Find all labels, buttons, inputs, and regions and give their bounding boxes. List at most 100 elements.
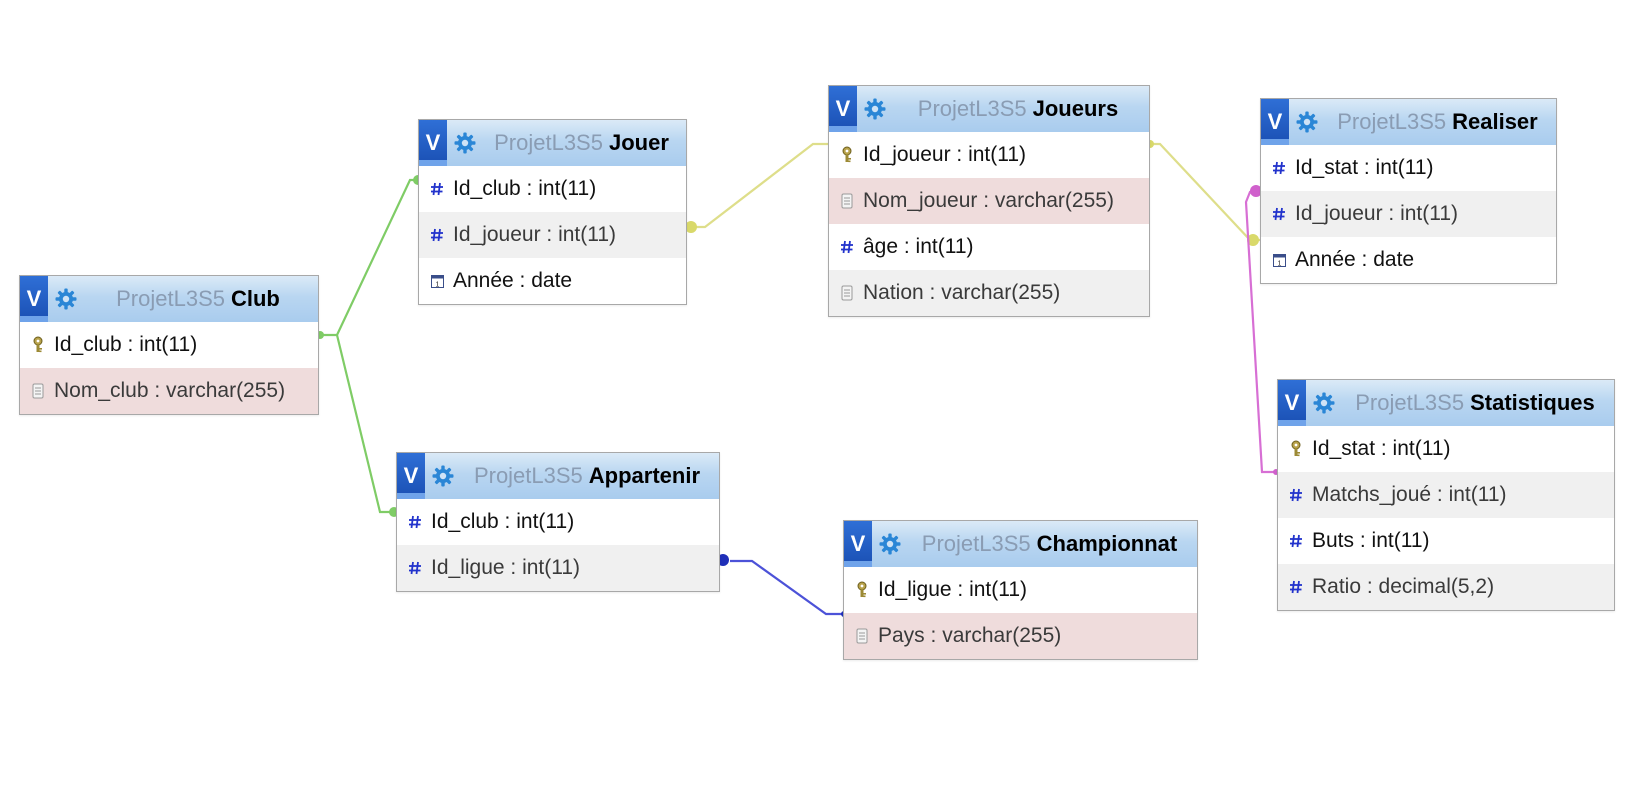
column-row[interactable]: Id_stat : int(11) — [1278, 426, 1614, 472]
column-label: Année : date — [453, 269, 573, 292]
column-row[interactable]: Id_joueur : int(11) — [419, 212, 686, 258]
gear-icon[interactable] — [55, 288, 77, 310]
column-label: Id_ligue : int(11) — [878, 578, 1028, 601]
column-row[interactable]: Id_ligue : int(11) — [397, 545, 719, 591]
column-label: Buts : int(11) — [1312, 529, 1430, 552]
collapse-toggle-button[interactable]: V — [20, 276, 48, 322]
link-club-appartenir — [335, 334, 396, 514]
column-row[interactable]: Buts : int(11) — [1278, 518, 1614, 564]
primary-key-icon — [854, 581, 870, 599]
table-name: Realiser — [1452, 109, 1538, 134]
primary-key-icon — [1288, 440, 1304, 458]
column-row[interactable]: Id_club : int(11) — [419, 166, 686, 212]
numeric-column-icon — [407, 559, 423, 577]
column-row[interactable]: Matchs_joué : int(11) — [1278, 472, 1614, 518]
relation-ligue — [730, 559, 844, 616]
column-label: Nom_club : varchar(255) — [54, 379, 286, 402]
column-row[interactable]: 1 Année : date — [1261, 237, 1556, 283]
column-label: Id_club : int(11) — [431, 510, 575, 533]
gear-icon[interactable] — [1296, 111, 1318, 133]
table-name: Club — [230, 286, 280, 311]
gear-icon[interactable] — [454, 132, 476, 154]
gear-icon[interactable] — [432, 465, 454, 487]
table-name: Statistiques — [1470, 390, 1595, 415]
column-label: Id_joueur : int(11) — [1295, 202, 1459, 225]
column-row[interactable]: Nom_joueur : varchar(255) — [829, 178, 1149, 224]
column-row[interactable]: Nation : varchar(255) — [829, 270, 1149, 316]
column-row[interactable]: Nom_club : varchar(255) — [20, 368, 318, 414]
collapse-toggle-button[interactable]: V — [419, 120, 447, 166]
column-row[interactable]: Id_ligue : int(11) — [844, 567, 1197, 613]
numeric-column-icon — [1288, 532, 1304, 550]
column-row[interactable]: Id_joueur : int(11) — [1261, 191, 1556, 237]
svg-text:1: 1 — [1277, 261, 1281, 268]
date-column-icon: 1 — [429, 272, 445, 290]
database-name: ProjetL3S5 — [917, 96, 1027, 121]
column-row[interactable]: 1 Année : date — [419, 258, 686, 304]
collapse-toggle-button[interactable]: V — [829, 86, 857, 132]
primary-key-icon — [839, 146, 855, 164]
database-name: ProjetL3S5 — [494, 130, 603, 155]
column-row[interactable]: Id_club : int(11) — [20, 322, 318, 368]
gear-icon[interactable] — [879, 533, 901, 555]
collapse-toggle-button[interactable]: V — [844, 521, 872, 567]
collapse-toggle-button[interactable]: V — [1261, 99, 1289, 145]
column-label: Id_stat : int(11) — [1312, 437, 1451, 460]
numeric-column-icon — [1271, 159, 1287, 177]
column-row[interactable]: Ratio : decimal(5,2) — [1278, 564, 1614, 610]
numeric-column-icon — [1271, 205, 1287, 223]
column-row[interactable]: Id_club : int(11) — [397, 499, 719, 545]
numeric-column-icon — [1288, 578, 1304, 596]
database-name: ProjetL3S5 — [921, 531, 1031, 556]
column-row[interactable]: Id_stat : int(11) — [1261, 145, 1556, 191]
column-label: Ratio : decimal(5,2) — [1312, 575, 1495, 598]
gear-icon[interactable] — [1313, 392, 1335, 414]
link-championnat-appartenir — [730, 559, 844, 616]
column-row[interactable]: Id_joueur : int(11) — [829, 132, 1149, 178]
text-column-icon — [839, 284, 855, 302]
column-label: Id_stat : int(11) — [1295, 156, 1434, 179]
column-row[interactable]: âge : int(11) — [829, 224, 1149, 270]
numeric-column-icon — [429, 226, 445, 244]
text-column-icon — [854, 627, 870, 645]
collapse-toggle-button[interactable]: V — [397, 453, 425, 499]
date-column-icon: 1 — [1271, 251, 1287, 269]
column-label: Nation : varchar(255) — [863, 281, 1061, 304]
link-joueurs-jouer — [688, 142, 830, 229]
column-label: Id_joueur : int(11) — [863, 143, 1027, 166]
column-row[interactable]: Pays : varchar(255) — [844, 613, 1197, 659]
table-name: Championnat — [1036, 531, 1178, 556]
column-label: Année : date — [1295, 248, 1415, 271]
link-club-jouer — [318, 178, 420, 337]
link-end-jouer-joueur — [685, 221, 697, 233]
link-end-realiser-joueur — [1247, 234, 1259, 246]
collapse-toggle-button[interactable]: V — [1278, 380, 1306, 426]
column-label: Pays : varchar(255) — [878, 624, 1062, 647]
database-name: ProjetL3S5 — [1337, 109, 1447, 134]
numeric-column-icon — [407, 513, 423, 531]
gear-icon[interactable] — [864, 98, 886, 120]
table-name: Joueurs — [1032, 96, 1119, 121]
column-label: Matchs_joué : int(11) — [1312, 483, 1507, 506]
column-label: Id_club : int(11) — [453, 177, 597, 200]
